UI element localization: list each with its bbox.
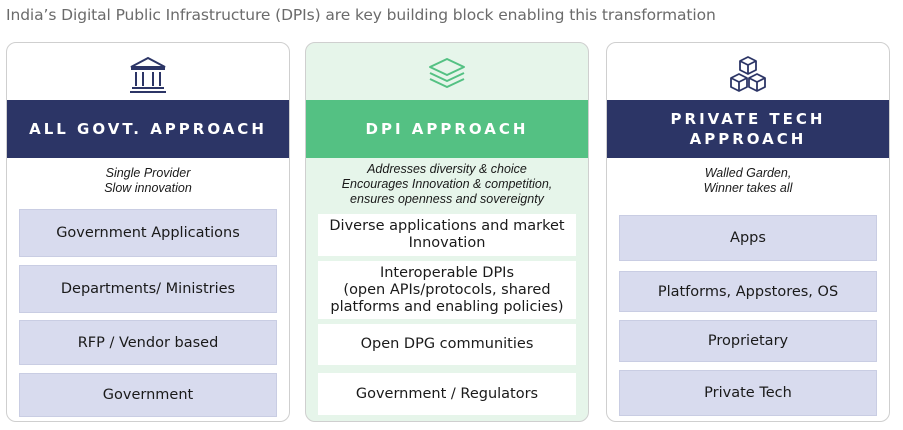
layer-line: Innovation [408,235,486,251]
layer-line: (open APIs/protocols, shared [343,281,551,298]
bank-building-icon [7,49,289,101]
layer-line: platforms and enabling policies) [330,298,564,315]
layer-open-dpg-communities: Open DPG communities [318,324,576,365]
layer-proprietary: Proprietary [619,320,877,362]
subtitle-dpi: Addresses diversity & choice Encourages … [306,162,588,207]
layer-line: Government / Regulators [355,385,539,402]
layer-rfp-vendor: RFP / Vendor based [19,320,277,365]
subtitle-line: Single Provider [105,166,191,180]
layer-line: Interoperable DPIs [379,264,515,281]
layer-diverse-applications: Diverse applications and market Innovati… [318,214,576,256]
column-private-tech: PRIVATE TECH APPROACH Walled Garden, Win… [606,42,890,422]
stacked-cubes-icon [607,49,889,101]
column-dpi: DPI APPROACH Addresses diversity & choic… [305,42,589,422]
header-line: APPROACH [689,130,807,148]
layer-interoperable-dpis: Interoperable DPIs (open APIs/protocols,… [318,261,576,319]
subtitle-line: Walled Garden, [704,166,792,180]
header-all-govt: ALL GOVT. APPROACH [7,100,289,158]
layer-platforms-appstores-os: Platforms, Appstores, OS [619,271,877,312]
page-title: India’s Digital Public Infrastructure (D… [6,6,716,24]
stacked-layers-icon [306,49,588,101]
header-private-tech: PRIVATE TECH APPROACH [607,100,889,158]
header-line: PRIVATE TECH [670,110,826,128]
layer-line: Open DPG communities [360,336,534,352]
layer-private-tech: Private Tech [619,370,877,416]
column-all-govt: ALL GOVT. APPROACH Single Provider Slow … [6,42,290,422]
header-dpi: DPI APPROACH [306,100,588,158]
subtitle-all-govt: Single Provider Slow innovation [7,166,289,196]
subtitle-line: Encourages Innovation & competition, [341,177,553,191]
layer-government-applications: Government Applications [19,209,277,257]
subtitle-line: Slow innovation [104,181,192,195]
layer-departments-ministries: Departments/ Ministries [19,265,277,313]
subtitle-line: Addresses diversity & choice [367,162,527,176]
subtitle-private-tech: Walled Garden, Winner takes all [607,166,889,196]
layer-government: Government [19,373,277,417]
layer-apps: Apps [619,215,877,261]
subtitle-line: Winner takes all [703,181,793,195]
layer-government-regulators: Government / Regulators [318,373,576,415]
subtitle-line: ensures openness and sovereignty [350,192,544,206]
layer-line: Diverse applications and market [329,218,565,234]
